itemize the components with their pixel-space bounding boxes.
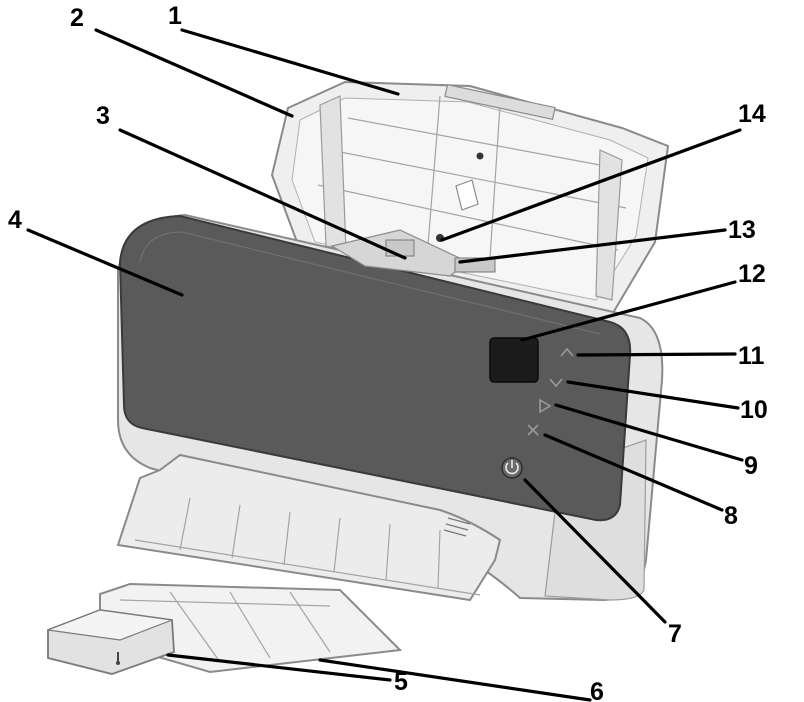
end-stop: [47, 609, 175, 675]
stop-icon[interactable]: [527, 424, 539, 436]
leader-10: [566, 380, 740, 410]
power-icon[interactable]: [501, 457, 523, 479]
callout-9: 9: [744, 452, 758, 480]
start-icon[interactable]: [539, 398, 552, 414]
leader-lines: [26, 28, 744, 702]
callout-4: 4: [8, 206, 22, 234]
callout-13: 13: [728, 216, 756, 244]
callout-1: 1: [168, 2, 182, 30]
callout-7: 7: [668, 620, 682, 648]
leader-8: [543, 433, 724, 512]
callout-10: 10: [740, 396, 768, 424]
leader-2: [94, 28, 294, 118]
leader-1: [180, 28, 400, 96]
callout-labels: 1 2 3 4 5 6 7 8 9 10 11 12 13 14: [8, 2, 768, 702]
callout-3: 3: [96, 102, 110, 130]
callout-14: 14: [738, 100, 766, 128]
callout-12: 12: [738, 260, 766, 288]
callout-2: 2: [70, 4, 84, 32]
callout-5: 5: [394, 668, 408, 696]
up-arrow-icon[interactable]: [560, 347, 574, 357]
lcd-display: [489, 337, 539, 383]
callout-8: 8: [724, 502, 738, 530]
leader-3: [118, 128, 407, 260]
callout-11: 11: [738, 342, 765, 370]
leader-4: [26, 228, 184, 297]
leader-12: [520, 280, 737, 342]
leader-13: [458, 228, 727, 264]
leader-11: [576, 352, 737, 357]
leader-7: [523, 478, 667, 624]
leader-14: [440, 128, 742, 242]
output-tray: [116, 453, 502, 602]
leader-6: [318, 658, 592, 702]
down-arrow-icon[interactable]: [549, 378, 563, 388]
callout-6: 6: [590, 678, 604, 702]
leader-9: [554, 403, 744, 462]
leader-5: [166, 653, 392, 682]
